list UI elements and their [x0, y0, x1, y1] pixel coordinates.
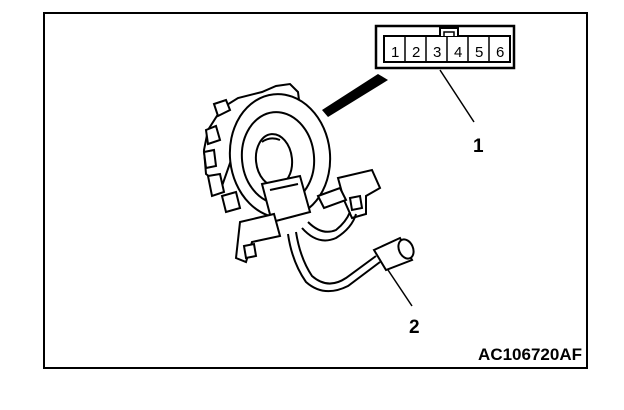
- callout-2-leader: [387, 269, 413, 307]
- pin-4: 4: [454, 44, 462, 61]
- clock-spring-body: [202, 82, 382, 264]
- connector-leader-wedge: [322, 74, 388, 117]
- figure-frame: [43, 12, 588, 369]
- connector-face: 1 2 3 4 5 6: [374, 24, 516, 70]
- wire-harness: [287, 211, 381, 293]
- pin-1: 1: [391, 44, 399, 61]
- figure-code: AC106720AF: [478, 345, 582, 364]
- callout-1-label: 1: [473, 136, 484, 157]
- pin-2: 2: [412, 44, 420, 61]
- callout-2-label: 2: [409, 317, 420, 338]
- pin-6: 6: [496, 44, 504, 61]
- pin-3: 3: [433, 44, 441, 61]
- pin-5: 5: [475, 44, 483, 61]
- harness-connector: [372, 236, 415, 272]
- callout-1-leader: [439, 69, 475, 123]
